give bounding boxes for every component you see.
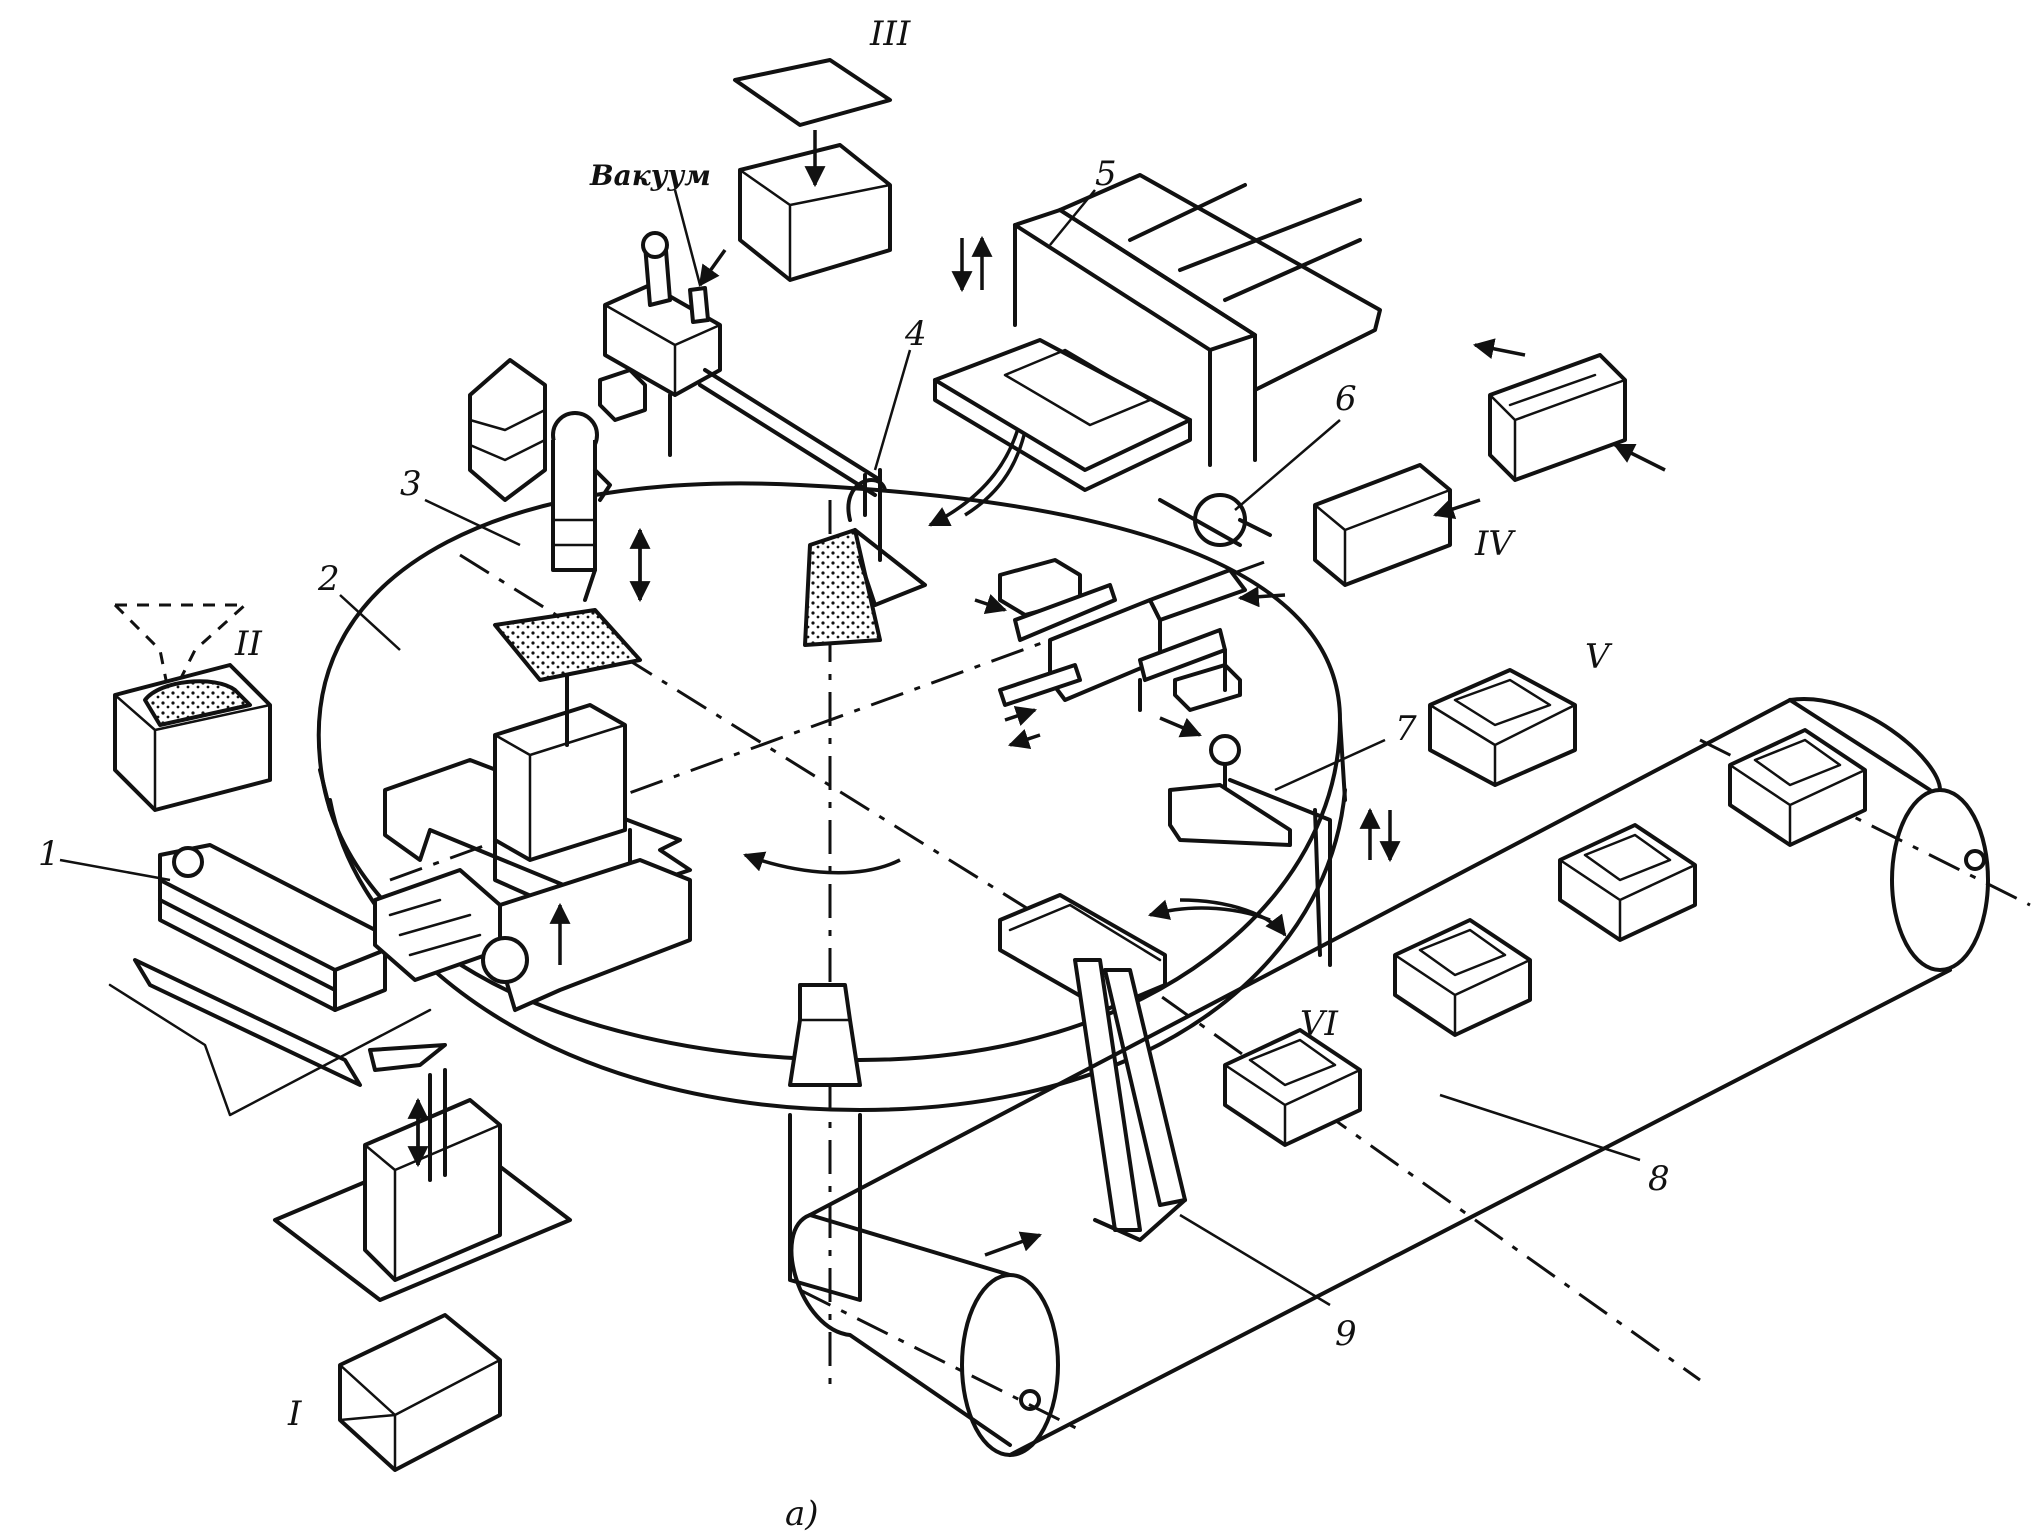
boxes-on-belt [1223, 728, 1867, 1147]
figure-caption: а) [785, 1494, 819, 1534]
label-I: I [287, 1394, 302, 1434]
box-V [1428, 668, 1577, 787]
conveyor-belt-8 [789, 697, 2031, 1457]
box-IV [1313, 338, 1666, 587]
label-9: 9 [1335, 1314, 1357, 1354]
filling-station [373, 663, 692, 1012]
blank-I [338, 1313, 502, 1472]
press-5 [933, 173, 1382, 547]
label-3: 3 [400, 464, 422, 504]
ejector-9 [998, 893, 1187, 1242]
rotation-arrow-right [1179, 898, 1287, 937]
label-7: 7 [1395, 709, 1417, 749]
label-VI: VI [1300, 1004, 1339, 1044]
stamp-7 [1168, 734, 1401, 967]
label-V: V [1585, 637, 1613, 677]
label-2: 2 [317, 559, 340, 599]
slide-mechanism-6 [974, 558, 1286, 749]
leader-lines [59, 189, 1641, 1307]
label-IV: IV [1474, 524, 1516, 564]
label-5: 5 [1095, 154, 1117, 194]
conveyor-1 [108, 843, 447, 1117]
label-III: III [869, 14, 911, 54]
label-vacuum: Вакуум [589, 159, 711, 192]
vacuum-unit [598, 231, 882, 497]
label-II: II [234, 624, 262, 664]
carton-forming-station [273, 1068, 572, 1302]
hopper-II [113, 603, 272, 812]
gripper-4 [803, 468, 927, 647]
doser-3 [468, 358, 651, 682]
label-6: 6 [1335, 379, 1357, 419]
label-1: 1 [38, 834, 60, 874]
cup-lower [788, 983, 862, 1087]
rotation-arrow-left [743, 851, 901, 875]
label-8: 8 [1648, 1159, 1670, 1199]
label-4: 4 [904, 314, 927, 354]
rotation-arrow-back [1147, 899, 1271, 922]
lid-III [733, 58, 892, 282]
